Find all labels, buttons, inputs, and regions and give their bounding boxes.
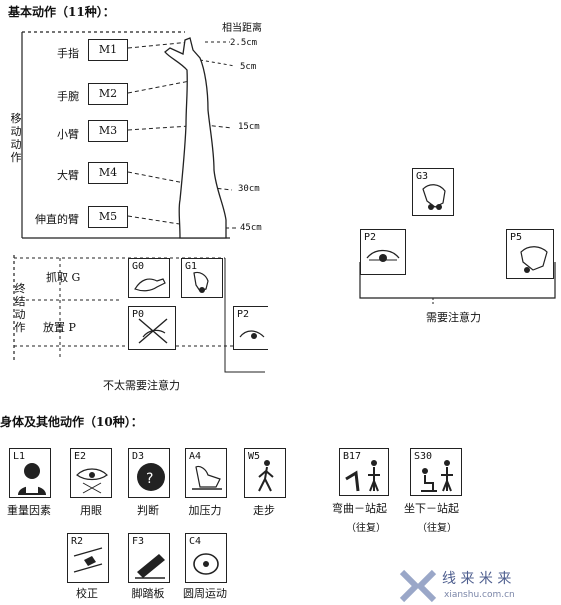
move-box-m5: M5 <box>88 206 128 228</box>
move-dist-2: 5cm <box>240 62 257 72</box>
w5-code: W5 <box>248 451 261 462</box>
w5-caption: 走步 <box>253 504 275 517</box>
eye-icon <box>366 249 400 262</box>
section1-title: 基本动作（11种）： <box>8 5 115 19</box>
p5-code: P5 <box>510 232 523 243</box>
d3-code: D3 <box>132 451 145 462</box>
distance-header: 相当距离 <box>222 23 262 34</box>
hand-icon <box>134 278 166 292</box>
move-label-4: 大臂 <box>57 169 79 182</box>
w5-box: W5 <box>244 448 286 498</box>
head-question-icon: ? <box>137 463 165 491</box>
place-label: 放置 P <box>43 321 76 334</box>
e2-code: E2 <box>74 451 87 462</box>
g0-box: G0 <box>128 258 170 298</box>
move-vertical-label: 移动动作 <box>10 112 22 164</box>
move-box-m4: M4 <box>88 162 128 184</box>
c4-box: C4 <box>185 533 227 583</box>
move-box-m2: M2 <box>88 83 128 105</box>
b17-caption: 弯曲－站起 <box>332 502 387 515</box>
s30-code: S30 <box>414 451 433 462</box>
p2-code: P2 <box>364 232 377 243</box>
move-box-m1: M1 <box>88 39 128 61</box>
r2-code: R2 <box>71 536 84 547</box>
l1-code: L1 <box>13 451 26 462</box>
eye-icon <box>76 468 108 494</box>
b17-code: B17 <box>343 451 362 462</box>
need-attention-caption: 需要注意力 <box>426 311 481 324</box>
person-weight-icon <box>18 463 46 495</box>
b17-box: B17 <box>339 448 389 496</box>
c4-code: C4 <box>189 536 202 547</box>
cross-icon <box>138 318 168 344</box>
bend-stand-icon <box>345 460 380 492</box>
watermark-logo-icon <box>399 569 437 603</box>
hand-icon <box>193 271 209 293</box>
g1-box: G1 <box>181 258 223 298</box>
s30-sub: （往复） <box>417 523 457 534</box>
p2-box-small: P2 <box>233 306 268 350</box>
p2-box: P2 <box>360 229 406 275</box>
f3-code: F3 <box>132 536 145 547</box>
hand-icon <box>520 246 548 273</box>
svg-text:?: ? <box>146 471 153 487</box>
g1-code: G1 <box>185 261 198 272</box>
f3-box: F3 <box>128 533 170 583</box>
c4-caption: 圆周运动 <box>183 587 227 600</box>
l1-box: L1 <box>9 448 51 498</box>
p0-box: P0 <box>128 306 176 350</box>
move-box-m3: M3 <box>88 120 128 142</box>
sit-stand-icon <box>421 460 453 492</box>
watermark-text: 线 来 米 来 <box>442 571 512 587</box>
f3-caption: 脚踏板 <box>131 587 165 600</box>
pedal-icon <box>135 554 165 579</box>
move-dist-4: 30cm <box>238 184 260 194</box>
move-dist-3: 15cm <box>238 122 260 132</box>
grab-label: 抓取 G <box>46 271 81 284</box>
d3-caption: 判断 <box>137 504 159 517</box>
walk-icon <box>258 460 274 492</box>
move-label-5: 伸直的臂 <box>35 213 79 226</box>
r2-box: R2 <box>67 533 109 583</box>
a4-box: A4 <box>185 448 227 498</box>
s30-box: S30 <box>410 448 462 496</box>
crank-icon <box>193 553 219 575</box>
p5-box: P5 <box>506 229 554 279</box>
s30-caption: 坐下－站起 <box>404 502 459 515</box>
r2-caption: 校正 <box>76 587 98 600</box>
adjust-icon <box>73 547 103 573</box>
terminal-vertical-label: 终结动作 <box>14 282 26 334</box>
b17-sub: （往复） <box>346 523 386 534</box>
move-label-2: 手腕 <box>57 90 79 103</box>
g3-code: G3 <box>416 171 429 182</box>
e2-caption: 用眼 <box>80 504 102 517</box>
l1-caption: 重量因素 <box>7 504 51 517</box>
watermark: 线 来 米 来 xianshu.com.cn <box>399 569 560 604</box>
g3-box: G3 <box>412 168 454 216</box>
move-dist-5: 45cm <box>240 223 262 233</box>
d3-box: D3 ? <box>128 448 170 498</box>
watermark-url: xianshu.com.cn <box>444 590 515 600</box>
a4-caption: 加压力 <box>188 504 222 517</box>
press-hand-icon <box>192 465 222 490</box>
less-attention-caption: 不太需要注意力 <box>103 379 180 392</box>
move-label-3: 小臂 <box>57 128 79 141</box>
hand-icon <box>422 184 446 210</box>
a4-code: A4 <box>189 451 202 462</box>
eye-icon <box>239 330 265 339</box>
section2-title: 身体及其他动作（10种）： <box>0 415 143 429</box>
p2-code-small: P2 <box>237 309 250 320</box>
e2-box: E2 <box>70 448 112 498</box>
move-dist-1: 2.5cm <box>230 38 258 48</box>
g0-code: G0 <box>132 261 145 272</box>
p0-code: P0 <box>132 309 145 320</box>
move-label-1: 手指 <box>57 47 79 60</box>
